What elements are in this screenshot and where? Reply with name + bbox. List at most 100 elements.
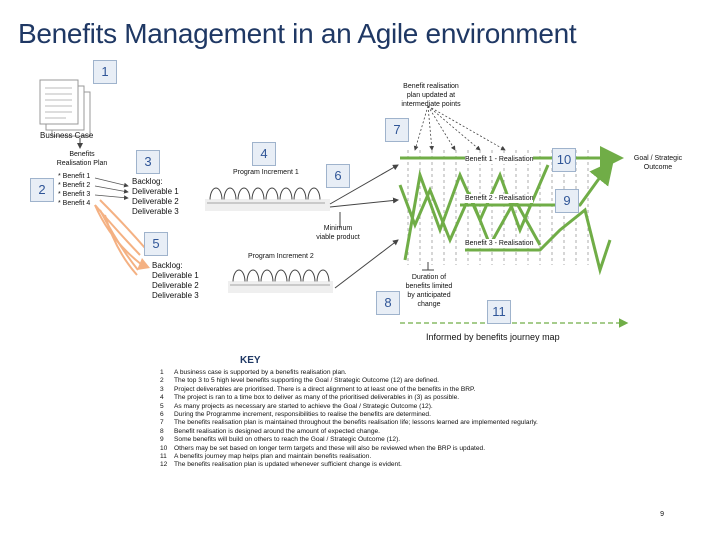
backlog-2-item: Deliverable 3 bbox=[152, 291, 199, 300]
duration-label: Duration of benefits limited by anticipa… bbox=[398, 273, 460, 309]
orange-arrows-to-backlog-2 bbox=[94, 199, 146, 276]
key-list: 1 A business case is supported by a benef… bbox=[160, 369, 538, 470]
marker-6: 6 bbox=[326, 164, 350, 188]
program-increment-2-label: Program Increment 2 bbox=[248, 253, 314, 260]
plan-update-label: Benefit realisation plan updated at inte… bbox=[392, 82, 470, 109]
marker-4: 4 bbox=[252, 142, 276, 166]
review-grid-lines bbox=[407, 150, 589, 265]
key-item-number: 10 bbox=[160, 444, 168, 452]
goal-line-2: Outcome bbox=[643, 164, 673, 171]
key-item-number: 7 bbox=[160, 419, 164, 427]
key-item: 1 A business case is supported by a benef… bbox=[160, 369, 538, 377]
key-item-text: The benefits realisation plan is maintai… bbox=[174, 419, 538, 427]
program-increment-1-label: Program Increment 1 bbox=[233, 169, 299, 176]
key-item: 12 The benefits realisation plan is updat… bbox=[160, 461, 538, 469]
goal-label: Goal / Strategic Outcome bbox=[628, 154, 688, 172]
page-title: Benefits Management in an Agile environm… bbox=[18, 18, 577, 49]
backlog-2-item: Deliverable 1 bbox=[152, 271, 199, 280]
brp-benefit-item: * Benefit 4 bbox=[58, 200, 91, 207]
key-item: 7 The benefits realisation plan is mainta… bbox=[160, 419, 538, 427]
business-case-label: Business Case bbox=[40, 131, 94, 140]
duration-line-4: change bbox=[417, 301, 441, 308]
duration-line-3: by anticipated bbox=[407, 292, 451, 299]
key-item: 5 As many projects as necessary are start… bbox=[160, 403, 538, 411]
backlog-1-item: Deliverable 3 bbox=[132, 207, 179, 216]
mvp-label: Minimum viable product bbox=[308, 224, 368, 242]
orange-arrow-head bbox=[137, 258, 150, 270]
backlog-2-title: Backlog: bbox=[152, 261, 183, 270]
key-item-text: Others may be set based on longer term t… bbox=[174, 444, 486, 452]
marker-3: 3 bbox=[136, 150, 160, 174]
key-item-number: 11 bbox=[160, 453, 167, 461]
backlog-2-item: Deliverable 2 bbox=[152, 281, 199, 290]
benefit-2-label: Benefit 2 - Realisation bbox=[465, 194, 534, 203]
key-item: 6 During the Programme increment, respons… bbox=[160, 411, 538, 419]
plan-update-line-1: Benefit realisation bbox=[403, 83, 459, 90]
key-item-number: 4 bbox=[160, 394, 164, 402]
key-item: 2 The top 3 to 5 high level benefits supp… bbox=[160, 377, 538, 385]
marker-9: 9 bbox=[555, 189, 579, 213]
key-item-text: A business case is supported by a benefi… bbox=[174, 369, 347, 376]
key-item-number: 2 bbox=[160, 377, 164, 385]
benefit-3-label: Benefit 3 - Realisation bbox=[465, 239, 534, 248]
key-item-text: The project is ran to a time box to deli… bbox=[174, 394, 460, 402]
benefit-1-label: Benefit 1 - Realisation bbox=[465, 155, 534, 164]
brp-benefit-item: * Benefit 3 bbox=[58, 191, 91, 198]
goal-line-1: Goal / Strategic bbox=[633, 155, 683, 162]
mvp-line-2: viable product bbox=[316, 234, 360, 241]
plan-update-arrows bbox=[413, 105, 506, 151]
benefit-realisation-arrows bbox=[398, 146, 624, 276]
key-item-number: 5 bbox=[160, 402, 164, 410]
marker-10: 10 bbox=[552, 148, 576, 172]
key-item-text: During the Programme increment, responsi… bbox=[174, 411, 431, 419]
backlog-1: Backlog: Deliverable 1 Deliverable 2 Del… bbox=[132, 177, 179, 217]
marker-5: 5 bbox=[144, 232, 168, 256]
duration-bracket bbox=[422, 262, 434, 271]
marker-7: 7 bbox=[385, 118, 409, 142]
page-number: 9 bbox=[660, 511, 664, 518]
key-item: 4 The project is ran to a time box to del… bbox=[160, 394, 538, 402]
key-item-number: 3 bbox=[160, 385, 164, 393]
key-item: 10 Others may be set based on longer term… bbox=[160, 445, 538, 453]
key-item-text: Benefit realisation is designed around t… bbox=[174, 427, 381, 435]
duration-line-1: Duration of bbox=[411, 274, 447, 281]
key-item-text: The benefits realisation plan is updated… bbox=[174, 461, 402, 469]
journey-map-label: Informed by benefits journey map bbox=[426, 332, 560, 342]
key-item-text: As many projects as necessary are starte… bbox=[174, 402, 433, 410]
backlog-2: Backlog: Deliverable 1 Deliverable 2 Del… bbox=[152, 261, 199, 301]
brp-benefit-item: * Benefit 2 bbox=[58, 182, 91, 189]
backlog-1-item: Deliverable 2 bbox=[132, 197, 179, 206]
key-item: 11 A benefits journey map helps plan and … bbox=[160, 453, 538, 461]
key-item-number: 8 bbox=[160, 427, 164, 435]
key-item-number: 12 bbox=[160, 461, 168, 469]
benefit-arrows-to-backlog-1 bbox=[94, 177, 129, 201]
key-item: 8 Benefit realisation is designed around … bbox=[160, 428, 538, 436]
marker-2: 2 bbox=[30, 178, 54, 202]
marker-11: 11 bbox=[487, 300, 511, 324]
brp-benefit-list: * Benefit 1 * Benefit 2 * Benefit 3 * Be… bbox=[58, 172, 90, 208]
key-item-text: Project deliverables are prioritised. Th… bbox=[174, 385, 476, 393]
duration-line-2: benefits limited bbox=[405, 283, 453, 290]
key-item: 3 Project deliverables are prioritised. T… bbox=[160, 386, 538, 394]
brp-title-line-1: Benefits bbox=[69, 151, 95, 158]
program-increment-2-bar bbox=[228, 281, 333, 293]
marker-8: 8 bbox=[376, 291, 400, 315]
plan-update-line-2: plan updated at bbox=[406, 92, 456, 99]
key-item-number: 6 bbox=[160, 411, 164, 419]
key-item-text: A benefits journey map helps plan and ma… bbox=[174, 453, 372, 461]
backlog-1-item: Deliverable 1 bbox=[132, 187, 179, 196]
increment-arrows bbox=[329, 164, 399, 289]
business-case-documents-icon bbox=[39, 79, 91, 137]
mvp-line-1: Minimum bbox=[323, 225, 353, 232]
key-item: 9 Some benefits will build on others to r… bbox=[160, 436, 538, 444]
brp-title: Benefits Realisation Plan bbox=[52, 150, 112, 168]
key-title: KEY bbox=[240, 355, 261, 366]
brp-benefit-item: * Benefit 1 bbox=[58, 173, 91, 180]
key-item-text: Some benefits will build on others to re… bbox=[174, 436, 401, 444]
key-item-text: The top 3 to 5 high level benefits suppo… bbox=[174, 377, 440, 385]
key-item-number: 9 bbox=[160, 436, 164, 444]
key-item-number: 1 bbox=[160, 369, 164, 376]
plan-update-line-3: intermediate points bbox=[401, 101, 461, 108]
marker-1: 1 bbox=[93, 60, 117, 84]
